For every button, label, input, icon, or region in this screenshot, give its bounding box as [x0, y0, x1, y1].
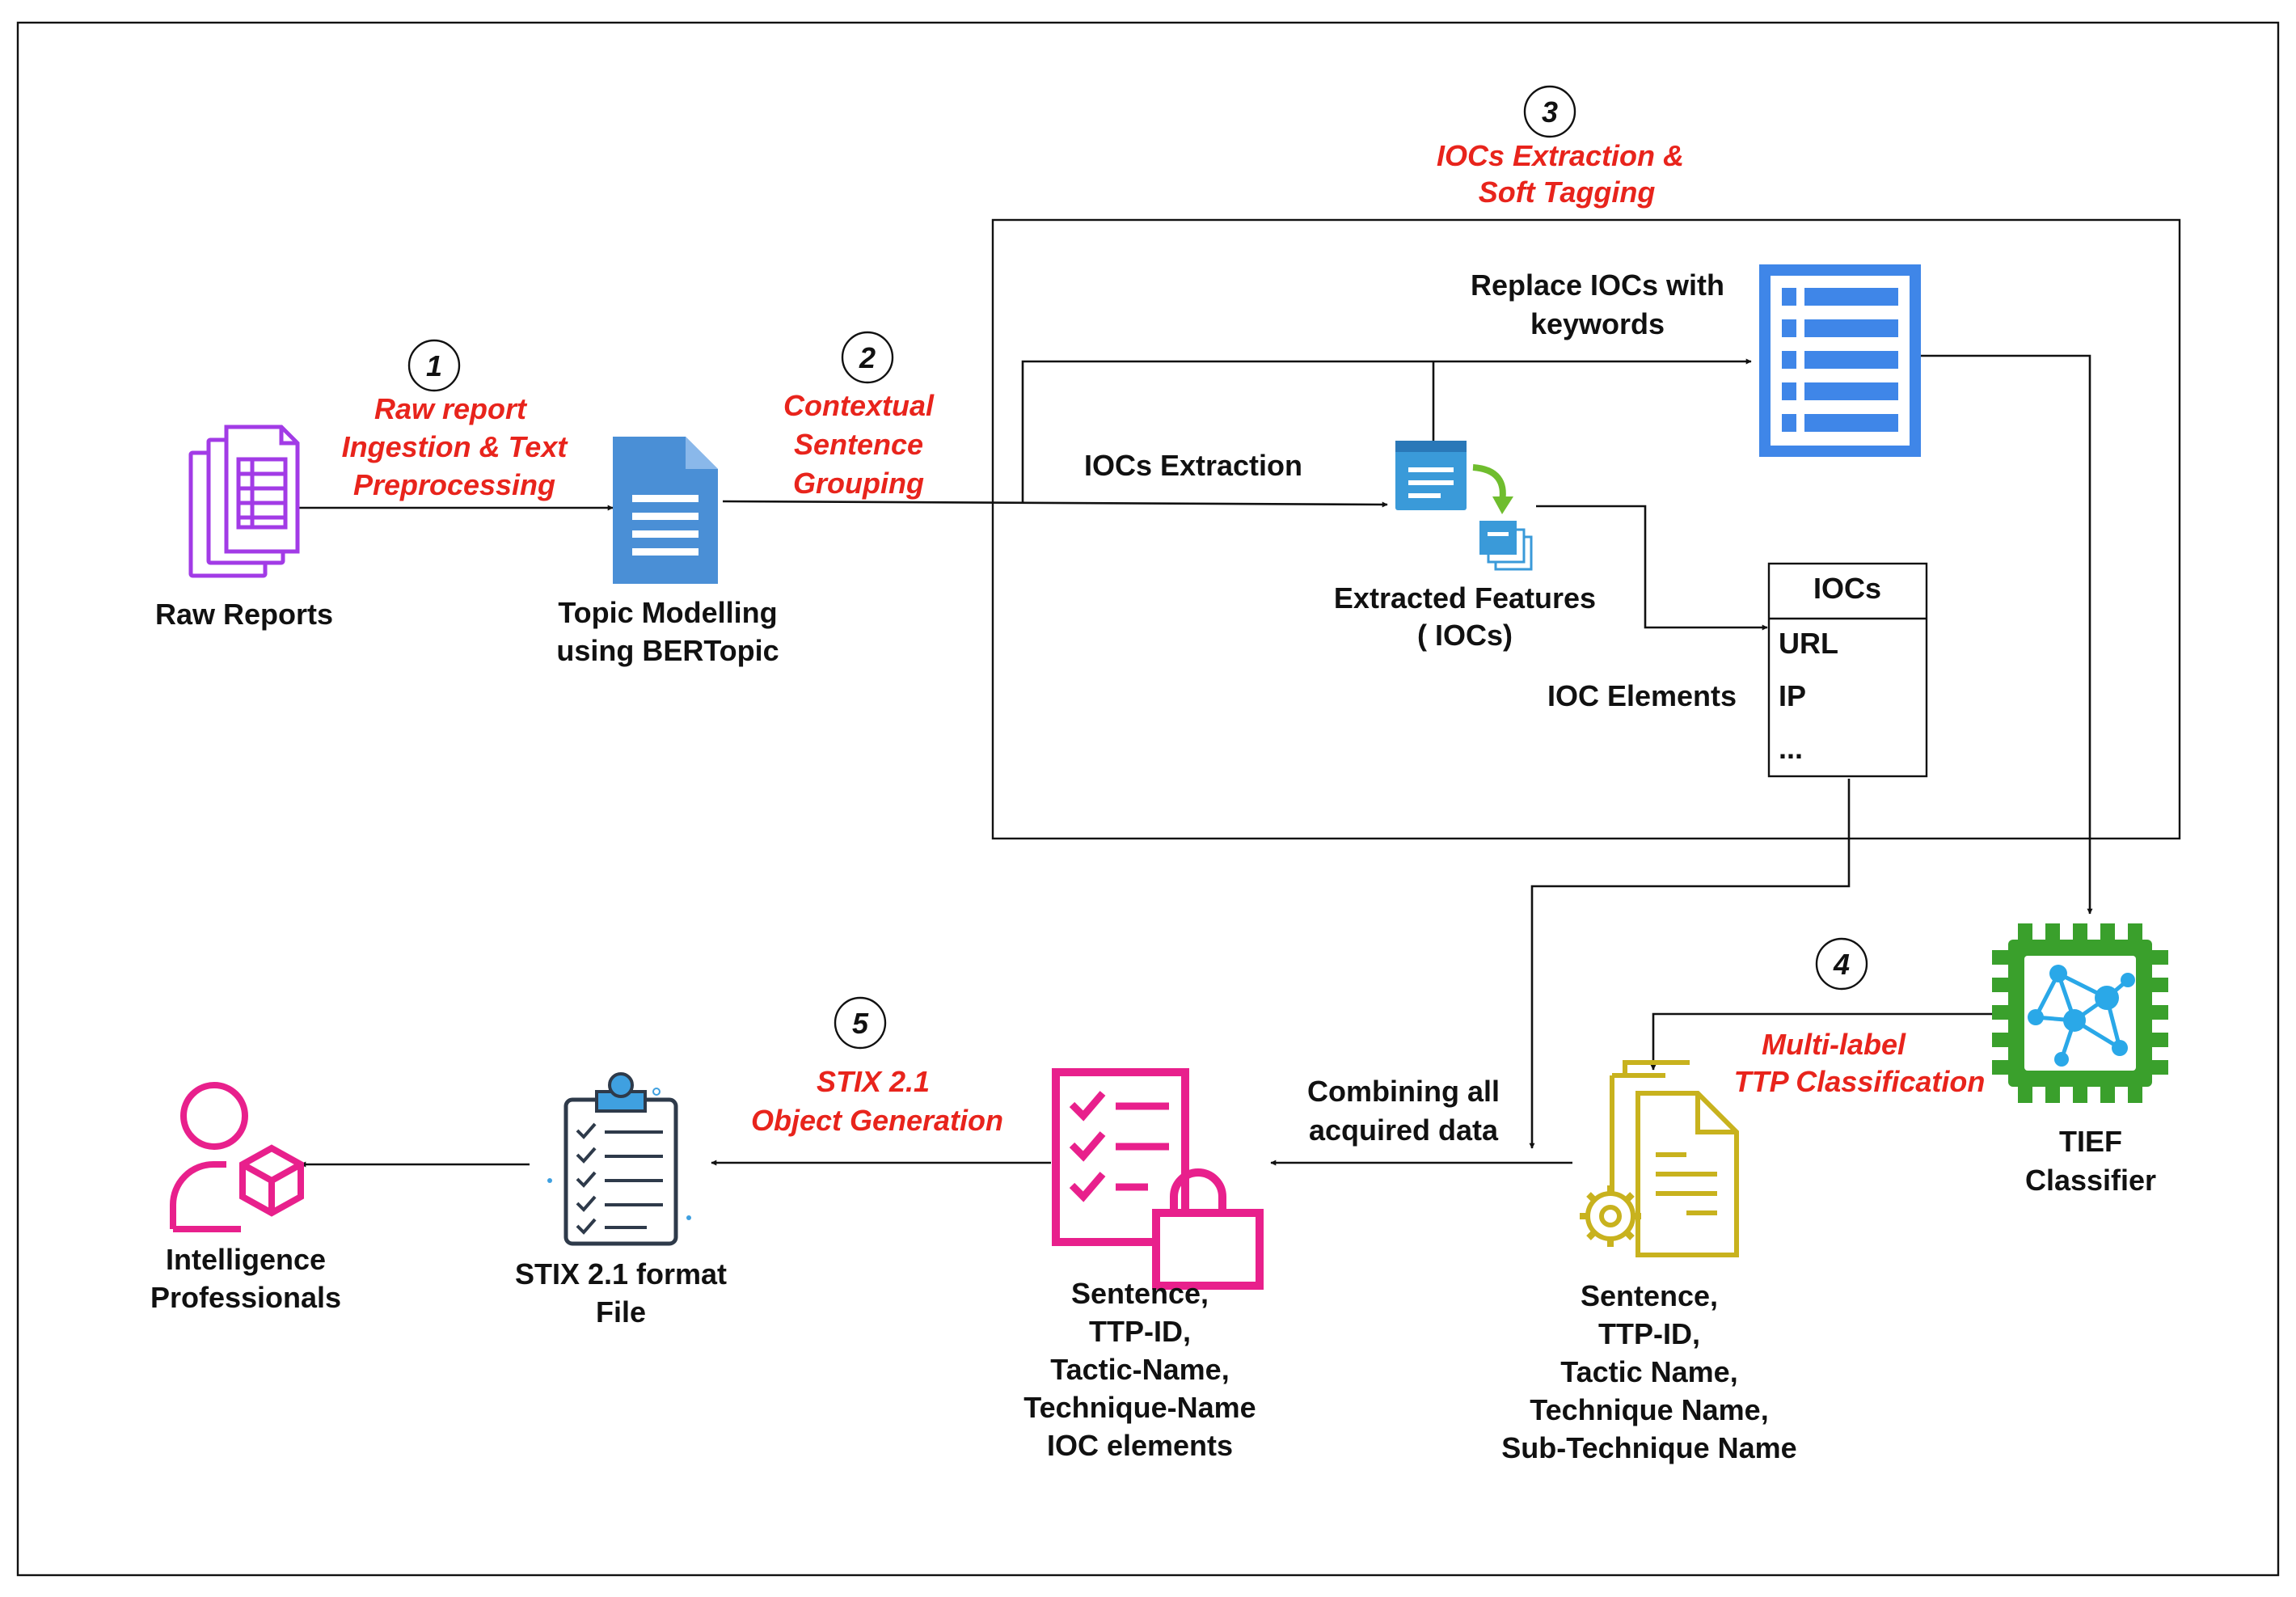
combined-label-line-1: Sentence, [1071, 1277, 1209, 1310]
svg-text:2: 2 [859, 341, 876, 374]
step-5: 5 STIX 2.1 Object Generation [751, 996, 1003, 1137]
edge-features-to-ioc-table [1536, 505, 1768, 631]
tief-classifier-label-line-2: Classifier [2025, 1164, 2156, 1197]
tief-classifier-label-line-1: TIEF [2059, 1125, 2122, 1158]
step-1-label-line-2: Ingestion & Text [342, 430, 569, 463]
svg-text:3: 3 [1542, 95, 1558, 129]
topic-modelling-label-line-1: Topic Modelling [558, 596, 777, 629]
clipboard-checklist-icon [547, 1072, 691, 1246]
ioc-table-row-ip: IP [1779, 679, 1806, 712]
step-4-label-line-2: TTP Classification [1734, 1065, 1986, 1098]
combined-label-line-3: Tactic-Name, [1050, 1353, 1229, 1386]
ioc-table: IOCs URL IP ... [1767, 562, 1928, 778]
sentence-ttp-label-line-1: Sentence, [1581, 1279, 1718, 1312]
svg-text:1: 1 [426, 349, 442, 382]
step-3-label-line-1: IOCs Extraction & [1437, 139, 1684, 172]
sentence-ttp-label-line-5: Sub-Technique Name [1501, 1431, 1796, 1464]
edge-ioc-table-to-combining [1529, 779, 1851, 1149]
combined-label-line-2: TTP-ID, [1089, 1315, 1191, 1348]
combined-label-line-5: IOC elements [1047, 1429, 1233, 1462]
ioc-table-row-more: ... [1779, 732, 1803, 765]
sentence-ttp-label-line-3: Tactic Name, [1560, 1355, 1737, 1388]
ioc-table-header: IOCs [1813, 572, 1881, 605]
user-package-icon [170, 1082, 304, 1232]
sentence-ttp-label-line-4: Technique Name, [1530, 1393, 1768, 1426]
replace-iocs-label-line-2: keywords [1530, 307, 1665, 340]
neural-chip-icon [1992, 923, 2168, 1103]
ioc-elements-label: IOC Elements [1547, 679, 1737, 712]
step-1-label-line-1: Raw report [374, 392, 528, 425]
stix-file-label-line-1: STIX 2.1 format [515, 1257, 727, 1291]
step-2-label-line-3: Grouping [793, 467, 924, 500]
professionals-label-line-1: Intelligence [166, 1243, 326, 1276]
step-3: 3 IOCs Extraction & Soft Tagging [1437, 85, 1684, 209]
list-icon [1759, 264, 1921, 457]
step-1-label-line-3: Preprocessing [353, 468, 555, 501]
topic-modelling-label-line-2: using BERTopic [556, 634, 779, 667]
checklist-lock-icon [1052, 1068, 1264, 1290]
document-icon [613, 437, 718, 584]
svg-text:5: 5 [852, 1007, 869, 1040]
step-2-label-line-1: Contextual [783, 389, 935, 422]
outer-frame [16, 21, 2280, 1577]
document-stack-icon [188, 425, 300, 578]
ioc-extraction-region [991, 218, 2181, 840]
extracted-features-label-line-1: Extracted Features [1334, 581, 1596, 615]
step-5-label-line-2: Object Generation [751, 1104, 1003, 1137]
combined-label-line-4: Technique-Name [1023, 1391, 1256, 1424]
step-3-label-line-2: Soft Tagging [1479, 175, 1656, 209]
stix-file-label-line-2: File [596, 1295, 646, 1329]
step-4-label-line-1: Multi-label [1762, 1028, 1906, 1061]
extracted-features-label-line-2: ( IOCs) [1417, 619, 1513, 652]
edge-branch-to-keywords [1021, 358, 1752, 503]
replace-iocs-label-line-1: Replace IOCs with [1471, 268, 1724, 302]
step-5-label-line-1: STIX 2.1 [817, 1065, 930, 1098]
step-1: 1 Raw report Ingestion & Text Preprocess… [342, 339, 569, 501]
step-2-label-line-2: Sentence [794, 428, 923, 461]
combining-label-line-1: Combining all [1307, 1075, 1500, 1108]
edge-keywords-to-classifier [1921, 354, 2093, 915]
ioc-table-row-url: URL [1779, 627, 1838, 660]
connectors [298, 354, 2093, 1168]
svg-text:4: 4 [1833, 948, 1850, 981]
edge-classifier-to-sentence [1650, 1012, 1998, 1071]
edge-topic-to-features [722, 500, 1388, 508]
raw-reports-label: Raw Reports [155, 598, 333, 631]
sentence-ttp-label-line-2: TTP-ID, [1598, 1317, 1700, 1350]
combining-label-line-2: acquired data [1309, 1113, 1499, 1147]
step-2: 2 Contextual Sentence Grouping [783, 331, 935, 500]
document-gear-icon [1580, 1060, 1739, 1257]
step-4: 4 Multi-label TTP Classification [1734, 937, 1986, 1098]
feature-extraction-icon [1395, 441, 1533, 571]
ioc-extraction-label: IOCs Extraction [1084, 449, 1302, 482]
professionals-label-line-2: Professionals [150, 1281, 341, 1314]
